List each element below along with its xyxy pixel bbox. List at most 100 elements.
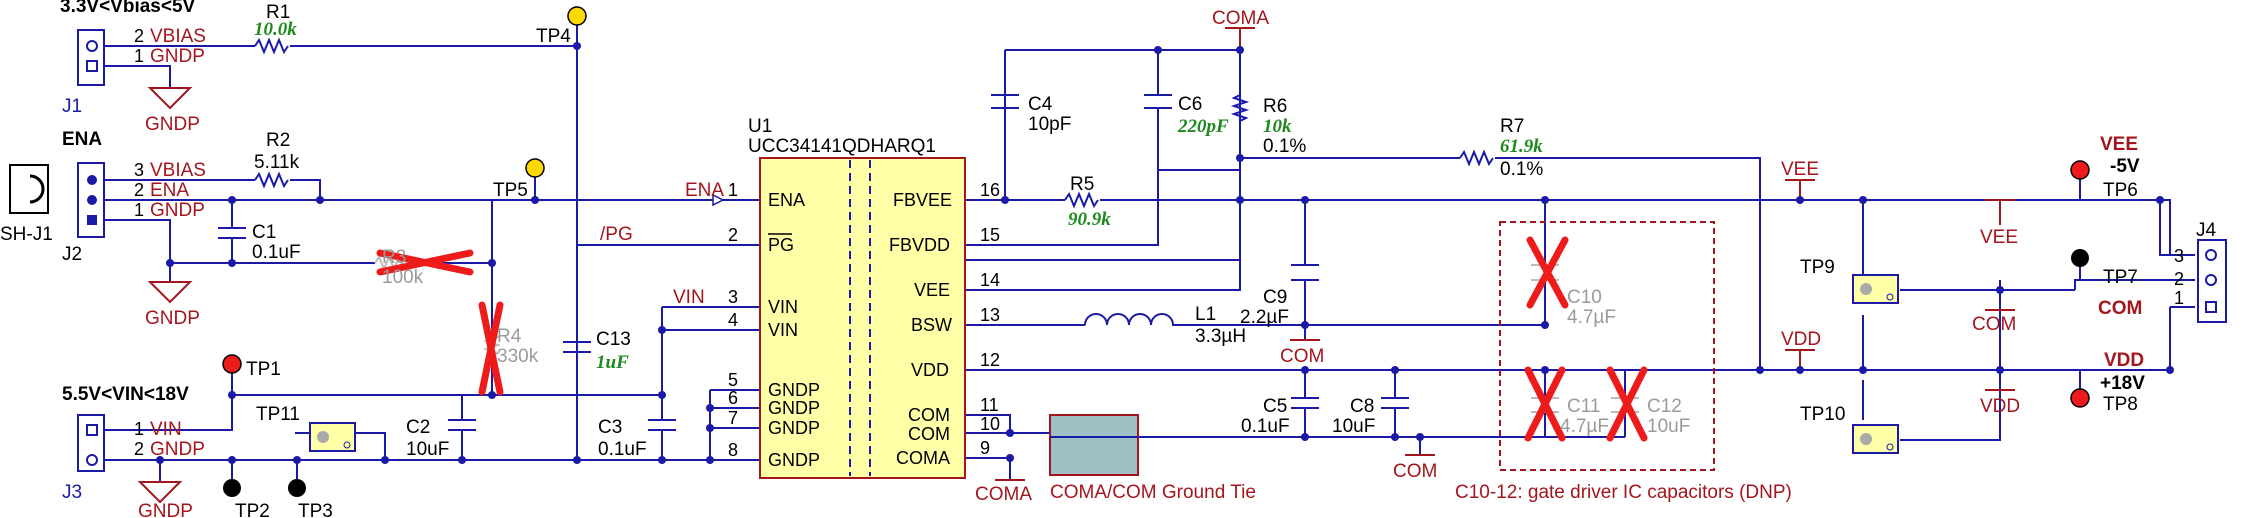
j4-body	[2197, 239, 2227, 323]
dnp-note: C10-12: gate driver IC capacitors (DNP)	[1455, 482, 1792, 503]
u1-pin-num-9: 9	[980, 438, 990, 458]
l1-ref: L1	[1195, 304, 1216, 325]
j4-ref: J4	[2196, 220, 2217, 241]
j3-body	[77, 414, 105, 472]
c2-ref: C2	[406, 417, 430, 438]
r5-ref: R5	[1070, 174, 1094, 195]
test-point-dots	[222, 6, 2090, 497]
u1-pin-name-15: FBVDD	[889, 235, 950, 255]
j4-pin1: 1	[2174, 288, 2184, 308]
r3-ref: R3	[382, 247, 406, 268]
c12-ref: C12	[1647, 396, 1682, 417]
u1-pin-name-7: GNDP	[768, 418, 820, 438]
vbias-range-label: 3.3V<Vbias<5V	[60, 0, 196, 17]
u1-pin-num-4: 4	[728, 310, 738, 330]
c4-body	[991, 94, 1019, 109]
r3-value: 100k	[382, 267, 424, 288]
r1-body	[254, 37, 289, 55]
j2-net-gndp: GNDP	[150, 200, 205, 221]
c10-ref: C10	[1567, 287, 1602, 308]
gndp-label-3: GNDP	[138, 501, 193, 518]
j2-pin2: 2	[134, 180, 144, 200]
c11-dnp-cross	[1524, 366, 1566, 442]
r4-ref: R4	[497, 326, 522, 347]
r6-body	[1230, 94, 1250, 150]
ena-title-label: ENA	[62, 129, 102, 150]
c8-value: 10uF	[1332, 416, 1375, 437]
c1-body	[218, 227, 246, 239]
c9-ref: C9	[1263, 287, 1287, 308]
u1-pin-name-14: VEE	[914, 280, 950, 300]
j2-net-ena: ENA	[150, 180, 189, 201]
j3-net-gndp: GNDP	[150, 439, 205, 460]
j3-pin2: 2	[134, 439, 144, 459]
u1-pin-num-16: 16	[980, 180, 1000, 200]
out-vee-value: -5V	[2110, 156, 2140, 177]
dnp-crosses	[376, 236, 1648, 442]
dnp-box	[1499, 221, 1715, 471]
u1-pin-name-2: PG	[768, 235, 794, 255]
c3-body	[648, 419, 676, 431]
c12-value: 10uF	[1647, 416, 1690, 437]
c5-value: 0.1uF	[1241, 416, 1290, 437]
wires	[96, 22, 2195, 482]
u1-pin-num-11: 11	[980, 395, 999, 415]
net-com-right: COM	[1972, 314, 2016, 335]
net-pg: /PG	[600, 224, 633, 245]
r2-value: 5.11k	[254, 152, 300, 173]
c12-dnp-cross	[1606, 366, 1648, 442]
u1-pin-num-6: 6	[728, 388, 738, 408]
c9-body	[1291, 264, 1319, 281]
shunt-label: SH-J1	[0, 224, 53, 245]
j3-pin1: 1	[134, 419, 144, 439]
j4-pin3: 3	[2174, 246, 2184, 266]
c13-ref: C13	[596, 329, 631, 350]
j1-net-vbias: VBIAS	[150, 26, 206, 47]
u1-ref: U1	[748, 116, 772, 137]
l1-value: 3.3µH	[1195, 326, 1246, 347]
r3-dnp-cross	[376, 249, 474, 276]
tp11-label: TP11	[256, 404, 300, 425]
net-vdd-2: VDD	[1980, 396, 2020, 417]
c1-ref: C1	[252, 222, 276, 243]
u1-pin-name-6: GNDP	[768, 398, 820, 418]
u1-pin-name-11: COM	[908, 405, 950, 425]
u1-pin-name-12: VDD	[911, 360, 949, 380]
out-com-name: COM	[2098, 298, 2142, 319]
net-vee-2: VEE	[1980, 227, 2018, 248]
net-coma-bottom: COMA	[975, 484, 1032, 505]
tp4-label: TP4	[536, 26, 571, 47]
j1-body	[77, 29, 105, 86]
net-coma-top: COMA	[1212, 8, 1269, 29]
u1-body	[759, 157, 966, 479]
c11-ref: C11	[1567, 396, 1600, 417]
u1-pin-num-10: 10	[980, 414, 1000, 434]
out-vdd-name: VDD	[2104, 350, 2144, 371]
c2-body	[448, 419, 476, 431]
tp6-label: TP6	[2103, 180, 2138, 201]
connectors	[9, 29, 2227, 472]
out-vdd-value: +18V	[2100, 373, 2145, 394]
u1-pin-num-12: 12	[980, 350, 1000, 370]
net-vin: VIN	[673, 287, 705, 308]
net-com-c8: COM	[1393, 461, 1437, 482]
net-vdd-1: VDD	[1781, 329, 1821, 350]
r5-value: 90.9k	[1068, 209, 1111, 230]
u1-pin-num-8: 8	[728, 440, 738, 460]
j2-pin3: 3	[134, 160, 144, 180]
net-ena: ENA	[685, 180, 724, 201]
l1-body	[1084, 313, 1180, 326]
tp1-label: TP1	[246, 359, 281, 380]
tp9-label: TP9	[1800, 257, 1835, 278]
r7-body	[1459, 149, 1494, 167]
u1-pin-name-8: GNDP	[768, 450, 820, 470]
net-symbols	[137, 27, 2015, 504]
u1-pin-num-13: 13	[980, 305, 1000, 325]
r4-dnp-cross	[478, 301, 504, 396]
j3-ref: J3	[62, 482, 82, 503]
r6-value: 10k	[1263, 116, 1292, 137]
u1-pin-num-14: 14	[980, 270, 1000, 290]
tp5-label: TP5	[493, 180, 528, 201]
u1-pin-num-15: 15	[980, 225, 1000, 245]
